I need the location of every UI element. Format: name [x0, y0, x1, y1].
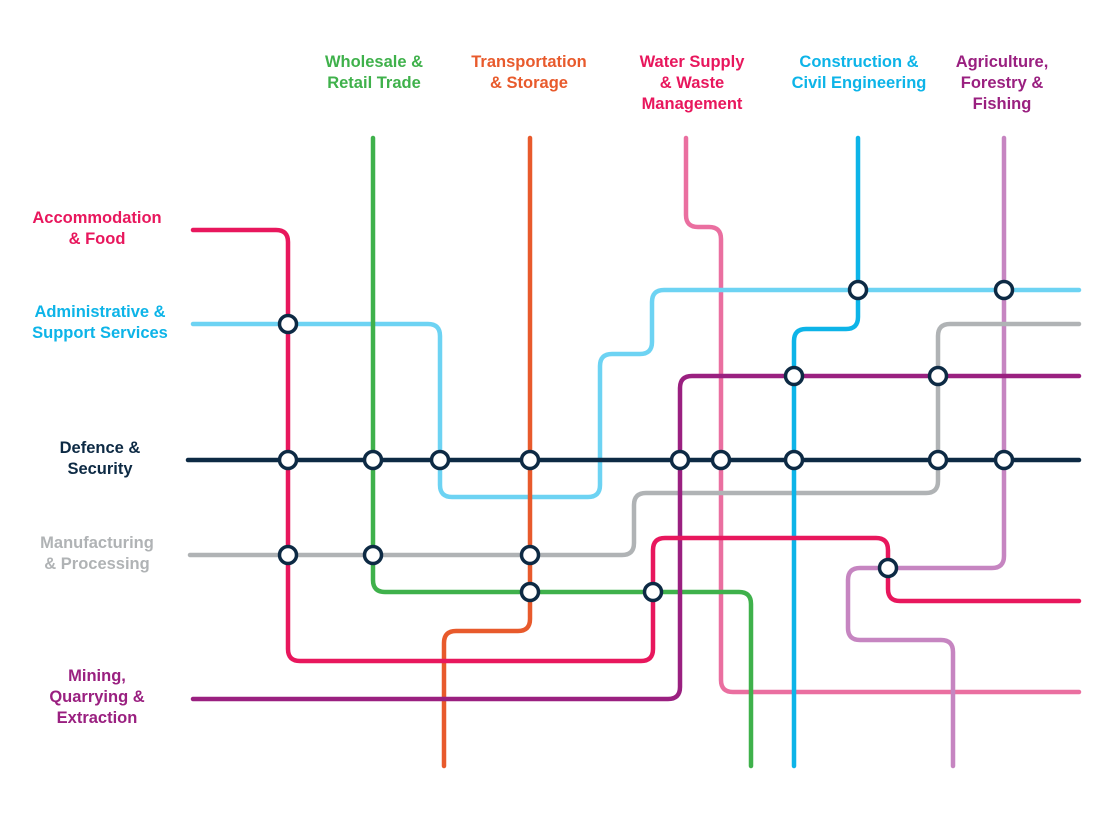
stations: [277, 279, 1015, 603]
station: [927, 365, 949, 387]
label-manufacturing-processing: Manufacturing & Processing: [40, 534, 154, 573]
station: [642, 581, 664, 603]
station: [847, 279, 869, 301]
station: [877, 557, 899, 579]
station: [519, 449, 541, 471]
station: [710, 449, 732, 471]
label-transportation-storage: Transportation & Storage: [471, 53, 587, 92]
line-manufacturing: [187, 321, 1082, 558]
station: [993, 449, 1015, 471]
station: [669, 449, 691, 471]
line-wholesale: [370, 135, 754, 769]
line-construction: [791, 135, 861, 769]
station: [362, 449, 384, 471]
station: [993, 279, 1015, 301]
label-construction-civil-engineering: Construction & Civil Engineering: [791, 53, 927, 92]
station: [783, 449, 805, 471]
station: [429, 449, 451, 471]
station: [277, 449, 299, 471]
station: [519, 581, 541, 603]
label-administrative-support-services: Administrative & Support Services: [32, 303, 168, 342]
label-water-supply-waste-management: Water Supply & Waste Management: [639, 53, 745, 113]
label-wholesale-retail-trade: Wholesale & Retail Trade: [324, 53, 424, 92]
station: [783, 365, 805, 387]
station: [277, 544, 299, 566]
label-agriculture-forestry-fishing: Agriculture, Forestry & Fishing: [955, 53, 1049, 113]
label-mining-quarrying-extraction: Mining, Quarrying & Extraction: [49, 667, 145, 727]
line-administrative: [190, 287, 1082, 500]
line-accommodation: [190, 227, 1082, 664]
station: [519, 544, 541, 566]
station: [362, 544, 384, 566]
line-water-supply: [683, 135, 1082, 695]
line-transportation: [441, 135, 533, 769]
label-defence-security: Defence & Security: [59, 439, 141, 478]
station: [927, 449, 949, 471]
line-agriculture: [845, 135, 1007, 769]
label-accommodation-food: Accommodation & Food: [32, 209, 162, 248]
station: [277, 313, 299, 335]
